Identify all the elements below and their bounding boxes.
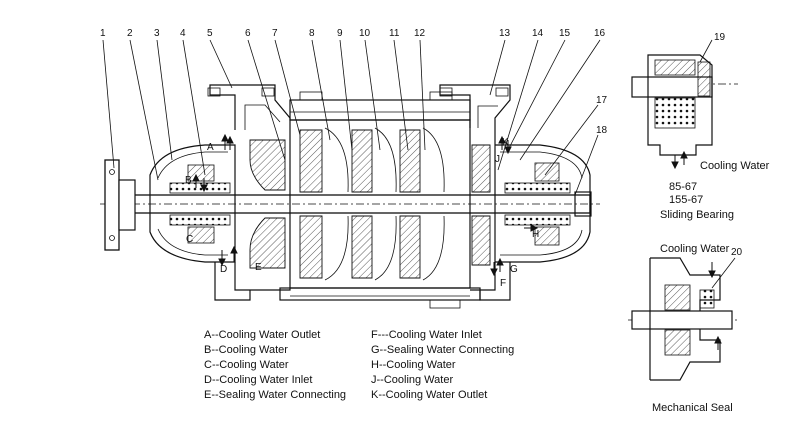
legend-item-d: D--Cooling Water Inlet	[204, 374, 312, 386]
part-number-8: 8	[309, 28, 315, 39]
part-number-10: 10	[359, 28, 371, 39]
part-number-12: 12	[414, 28, 426, 39]
mechanical-seal-cooling-label: Cooling Water	[660, 243, 730, 255]
part-number-2: 2	[127, 28, 133, 39]
coupling-flange	[104, 159, 120, 251]
part-number-18: 18	[596, 125, 608, 136]
point-letter-b: B	[185, 175, 192, 186]
sliding-bearing-cooling-label: Cooling Water	[700, 160, 770, 172]
part-number-14: 14	[532, 28, 544, 39]
point-letter-k: K	[502, 137, 509, 148]
point-letter-h: H	[532, 229, 539, 240]
legend: A--Cooling Water Outlet B--Cooling Water…	[204, 329, 514, 401]
point-letters: A B C D E F G H J K	[185, 137, 539, 289]
point-letter-f: F	[500, 278, 506, 289]
impeller-stages	[279, 91, 481, 309]
legend-item-c: C--Cooling Water	[204, 359, 289, 371]
legend-item-a: A--Cooling Water Outlet	[204, 329, 320, 341]
main-pump-drawing	[100, 39, 601, 309]
sliding-bearing-spec-2: 155-67	[669, 194, 703, 206]
point-letter-e: E	[255, 262, 262, 273]
legend-item-h: H--Cooling Water	[371, 359, 456, 371]
part-number-9: 9	[337, 28, 343, 39]
part-number-19: 19	[714, 32, 726, 43]
legend-item-e: E--Sealing Water Connecting	[204, 389, 346, 401]
point-letter-j: J	[495, 154, 500, 165]
part-number-7: 7	[272, 28, 278, 39]
sliding-bearing-inset: Cooling Water 85-67 155-67 Sliding Beari…	[631, 39, 770, 221]
point-letter-g: G	[510, 264, 518, 275]
legend-item-k: K--Cooling Water Outlet	[371, 389, 487, 401]
suction-casing	[209, 84, 291, 291]
part-number-11: 11	[389, 28, 400, 39]
legend-item-f: F---Cooling Water Inlet	[371, 329, 482, 341]
part-number-16: 16	[594, 28, 606, 39]
part-number-20: 20	[731, 247, 743, 258]
leader-lines	[102, 39, 601, 196]
point-letter-a: A	[207, 142, 214, 153]
discharge-casing	[439, 84, 511, 291]
point-letter-c: C	[186, 234, 193, 245]
sliding-bearing-caption: Sliding Bearing	[660, 209, 734, 221]
part-number-1: 1	[100, 28, 106, 39]
sliding-bearing-spec-1: 85-67	[669, 181, 697, 193]
part-number-13: 13	[499, 28, 511, 39]
part-numbers: 1 2 3 4 5 6 7 8 9 10 11 12 13 14 15 16 1…	[100, 28, 743, 258]
part-number-6: 6	[245, 28, 251, 39]
mechanical-seal-caption: Mechanical Seal	[652, 402, 733, 414]
point-letter-d: D	[220, 264, 227, 275]
part-number-17: 17	[596, 95, 608, 106]
legend-item-j: J--Cooling Water	[371, 374, 453, 386]
legend-item-b: B--Cooling Water	[204, 344, 288, 356]
part-number-15: 15	[559, 28, 571, 39]
right-bearing-housing	[495, 144, 591, 263]
part-number-4: 4	[180, 28, 186, 39]
water-arrows	[192, 133, 539, 277]
mechanical-seal-inset: Cooling Water Mechanical Seal	[628, 243, 740, 414]
part-number-3: 3	[154, 28, 160, 39]
legend-item-g: G--Sealing Water Connecting	[371, 344, 514, 356]
part-number-5: 5	[207, 28, 213, 39]
